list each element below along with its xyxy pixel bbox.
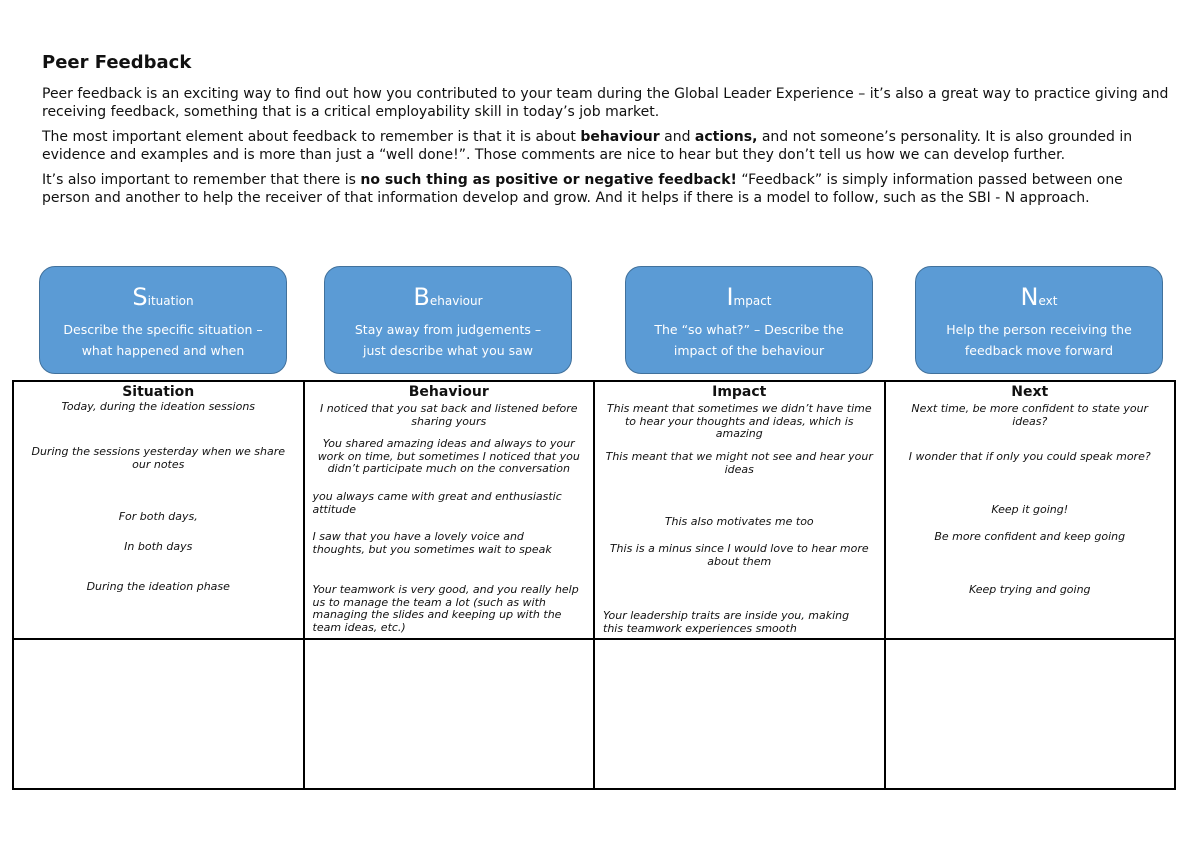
model-box-heading: Impact [626, 283, 872, 311]
feedback-table: Situation Today, during the ideation ses… [12, 380, 1176, 790]
empty-cell-next[interactable] [883, 638, 1176, 790]
model-box-description: Stay away from judgements – just describ… [354, 322, 542, 358]
behaviour-entry: I saw that you have a lovely voice and t… [312, 530, 552, 556]
intro-text-run: It’s also important to remember that the… [42, 172, 361, 188]
column-header-next: Next [1011, 384, 1049, 400]
situation-entry: During the ideation phase [86, 580, 230, 593]
empty-cell-situation[interactable] [12, 638, 305, 790]
cell-body: This meant that sometimes we didn’t have… [595, 401, 884, 637]
intro-emphasis-no-positive-negative: no such thing as positive or negative fe… [360, 172, 737, 188]
table-cell-next[interactable]: Next Next time, be more confident to sta… [883, 380, 1176, 640]
impact-entry: This is a minus since I would love to he… [609, 542, 869, 568]
cell-body: Today, during the ideation sessions Duri… [14, 400, 303, 637]
situation-entry: In both days [124, 540, 193, 553]
intro-text-run: and [659, 129, 695, 145]
intro-text: Peer feedback is an exciting way to find… [42, 86, 1172, 215]
model-box-situation: Situation Describe the specific situatio… [39, 266, 287, 374]
impact-entry: Your leadership traits are inside you, m… [603, 609, 850, 635]
model-box-initial: I [726, 283, 734, 311]
table-cell-impact[interactable]: Impact This meant that sometimes we didn… [593, 380, 886, 640]
empty-cell-behaviour[interactable] [302, 638, 595, 790]
intro-text-run: “Feedback” is simply information passed … [42, 172, 1123, 206]
model-box-heading-rest: ehaviour [429, 294, 483, 308]
model-box-heading: Next [916, 283, 1162, 311]
model-box-heading: Situation [40, 283, 286, 311]
model-box-impact: Impact The “so what?” – Describe the imp… [625, 266, 873, 374]
intro-text-run: The most important element about feedbac… [42, 129, 581, 145]
model-box-description: Describe the specific situation – what h… [63, 322, 263, 358]
page-title: Peer Feedback [42, 52, 192, 73]
cell-body: I noticed that you sat back and listened… [305, 401, 594, 637]
behaviour-entry: Your teamwork is very good, and you real… [312, 583, 579, 634]
next-entry: Keep it going! [991, 503, 1069, 516]
impact-entry: This meant that sometimes we didn’t have… [606, 402, 872, 440]
next-entry: Next time, be more confident to state yo… [911, 402, 1149, 428]
table-cell-behaviour[interactable]: Behaviour I noticed that you sat back an… [302, 380, 595, 640]
model-box-initial: N [1020, 283, 1039, 311]
model-box-description: Help the person receiving the feedback m… [946, 322, 1132, 358]
intro-paragraph-3: It’s also important to remember that the… [42, 172, 1172, 207]
next-entry: I wonder that if only you could speak mo… [908, 450, 1151, 463]
model-box-initial: S [132, 283, 148, 311]
impact-entry: This meant that we might not see and hea… [605, 450, 873, 476]
situation-entry: Today, during the ideation sessions [61, 400, 256, 413]
cell-body: Next time, be more confident to state yo… [886, 401, 1175, 637]
table-row: Situation Today, during the ideation ses… [12, 380, 1176, 640]
behaviour-entry: You shared amazing ideas and always to y… [317, 437, 580, 475]
column-header-impact: Impact [712, 384, 767, 400]
situation-entry: During the sessions yesterday when we sh… [31, 445, 285, 471]
intro-paragraph-1: Peer feedback is an exciting way to find… [42, 86, 1169, 120]
intro-paragraph-2: The most important element about feedbac… [42, 129, 1172, 164]
model-box-initial: B [413, 283, 430, 311]
intro-emphasis-behaviour: behaviour [580, 129, 660, 145]
model-box-heading-rest: mpact [733, 294, 772, 308]
model-box-heading-rest: ituation [147, 294, 194, 308]
empty-cell-impact[interactable] [593, 638, 886, 790]
next-entry: Be more confident and keep going [934, 530, 1126, 543]
impact-entry: This also motivates me too [664, 515, 814, 528]
intro-emphasis-actions: actions, [694, 129, 758, 145]
model-box-description: The “so what?” – Describe the impact of … [654, 322, 844, 358]
model-box-behaviour: Behaviour Stay away from judgements – ju… [324, 266, 572, 374]
model-box-heading: Behaviour [325, 283, 571, 311]
table-cell-situation[interactable]: Situation Today, during the ideation ses… [12, 380, 305, 640]
model-box-heading-rest: ext [1038, 294, 1058, 308]
behaviour-entry: you always came with great and enthusias… [312, 490, 562, 516]
model-box-next: Next Help the person receiving the feedb… [915, 266, 1163, 374]
column-header-situation: Situation [122, 384, 195, 400]
situation-entry: For both days, [118, 510, 198, 523]
table-row [12, 638, 1176, 790]
column-header-behaviour: Behaviour [408, 384, 489, 400]
behaviour-entry: I noticed that you sat back and listened… [319, 402, 578, 428]
next-entry: Keep trying and going [968, 583, 1091, 596]
intro-text-run: and not someone’s personality. It is als… [42, 129, 1133, 163]
